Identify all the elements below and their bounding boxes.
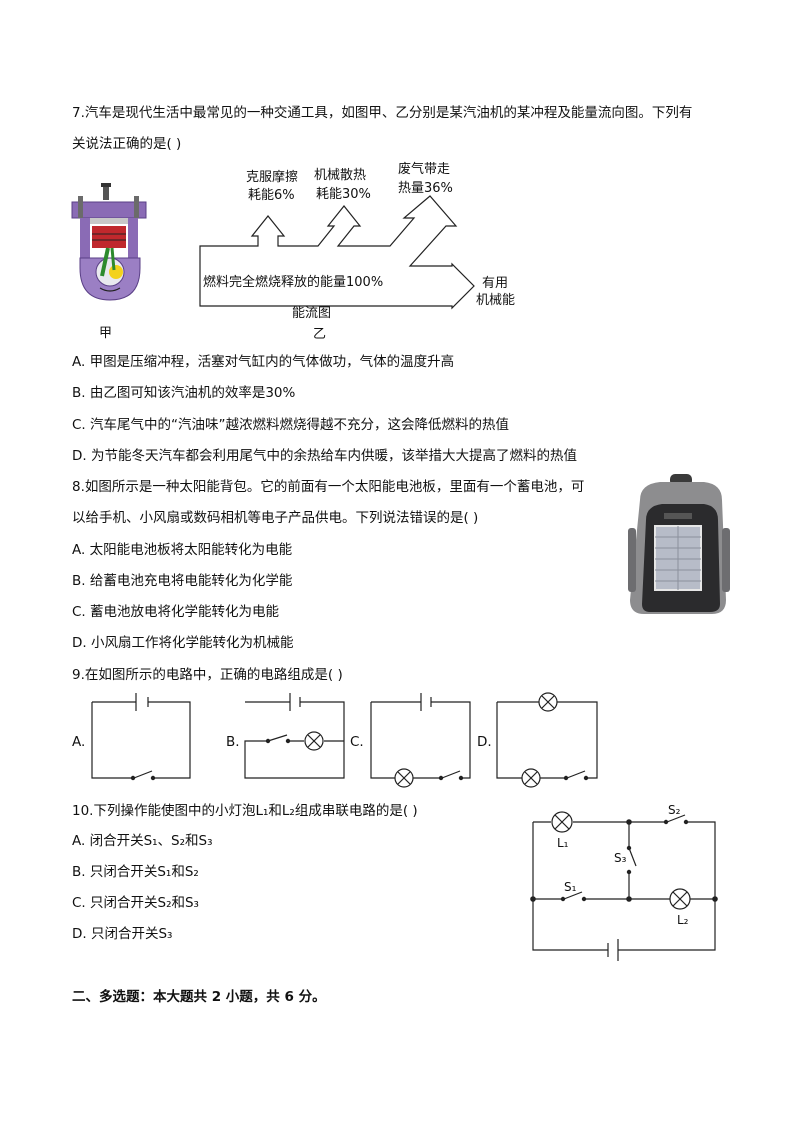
q10-option-c: C. 只闭合开关S₂和S₃ xyxy=(72,895,199,911)
q8-option-b: B. 给蓄电池充电将电能转化为化学能 xyxy=(72,573,293,589)
q9-label-b: B. xyxy=(226,734,240,750)
flow-useful-1: 有用 xyxy=(482,276,509,291)
flow-friction-2: 耗能6% xyxy=(248,188,295,203)
q10-label-s1: S₁ xyxy=(564,880,577,894)
flow-friction-1: 克服摩擦 xyxy=(246,170,299,185)
q8-option-d: D. 小风扇工作将化学能转化为机械能 xyxy=(72,635,294,651)
fig-jia-label: 甲 xyxy=(99,326,113,341)
q10-option-b: B. 只闭合开关S₁和S₂ xyxy=(72,864,199,880)
q8-option-a: A. 太阳能电池板将太阳能转化为电能 xyxy=(72,542,293,558)
q10-label-l1: L₁ xyxy=(557,836,569,850)
q10-label-l2: L₂ xyxy=(677,913,689,927)
q7-stem-line2: 关说法正确的是( ) xyxy=(72,136,182,152)
q7-option-c: C. 汽车尾气中的“汽油味”越浓燃料燃烧得越不充分，这会降低燃料的热值 xyxy=(72,417,509,433)
q8-option-c: C. 蓄电池放电将化学能转化为电能 xyxy=(72,604,280,620)
fig-yi-label: 乙 xyxy=(313,327,327,342)
section2-heading: 二、多选题：本大题共 2 小题，共 6 分。 xyxy=(72,989,326,1005)
q7-option-d: D. 为节能冬天汽车都会利用尾气中的余热给车内供暖，该举措大大提高了燃料的热值 xyxy=(72,448,577,464)
flow-caption: 能流图 xyxy=(292,306,332,321)
q10-stem: 10.下列操作能使图中的小灯泡L₁和L₂组成串联电路的是( ) xyxy=(72,803,418,819)
flow-fuel-label: 燃料完全燃烧释放的能量100% xyxy=(203,275,384,290)
q9-label-c: C. xyxy=(350,734,364,750)
q10-label-s2: S₂ xyxy=(668,803,681,817)
q7-stem-line1: 7.汽车是现代生活中最常见的一种交通工具，如图甲、乙分别是某汽油机的某冲程及能量… xyxy=(72,105,693,121)
q10-option-a: A. 闭合开关S₁、S₂和S₃ xyxy=(72,833,213,849)
q9-label-d: D. xyxy=(477,734,492,750)
flow-useful-2: 机械能 xyxy=(476,293,516,308)
q8-stem-line1: 8.如图所示是一种太阳能背包。它的前面有一个太阳能电池板，里面有一个蓄电池，可 xyxy=(72,479,585,495)
q9-label-a: A. xyxy=(72,734,86,750)
q7-option-a: A. 甲图是压缩冲程，活塞对气缸内的气体做功，气体的温度升高 xyxy=(72,354,455,370)
flow-heat-1: 机械散热 xyxy=(314,168,367,183)
q7-option-b: B. 由乙图可知该汽油机的效率是30% xyxy=(72,385,296,401)
flow-exhaust-2: 热量36% xyxy=(398,181,453,196)
q10-label-s3: S₃ xyxy=(614,851,627,865)
q8-stem-line2: 以给手机、小风扇或数码相机等电子产品供电。下列说法错误的是( ) xyxy=(72,510,479,526)
q10-option-d: D. 只闭合开关S₃ xyxy=(72,926,173,942)
q9-stem: 9.在如图所示的电路中，正确的电路组成是( ) xyxy=(72,667,343,683)
flow-exhaust-1: 废气带走 xyxy=(398,162,451,177)
flow-heat-2: 耗能30% xyxy=(316,187,371,202)
